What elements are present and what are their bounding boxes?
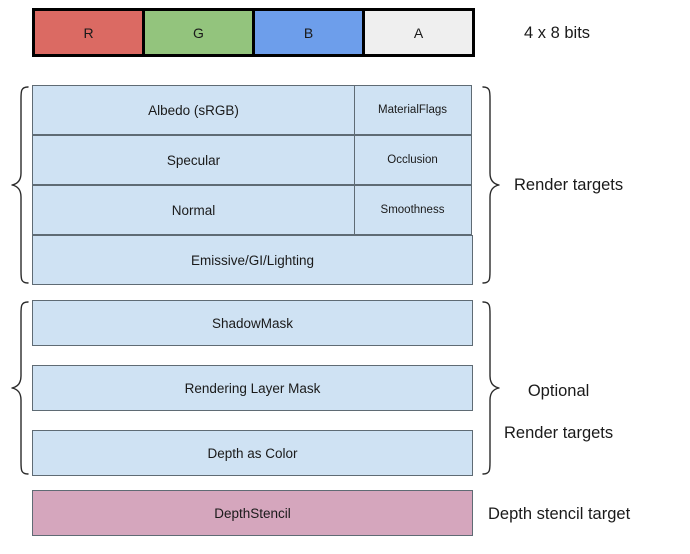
channel-cell-r-label: R [83,24,94,41]
depth-stencil-box-label: DepthStencil [214,505,291,521]
render-target-row-specular: Specular Occlusion [32,135,473,185]
optional-render-target-rendering-layer-mask-label: Rendering Layer Mask [184,380,321,396]
channel-cell-b-label: B [303,24,314,41]
render-target-albedo-label: Albedo (sRGB) [148,102,239,118]
optional-render-targets-side-label-line2: Render targets [504,424,614,443]
optional-render-targets-side-label: Optional Render targets [504,360,613,466]
render-targets-side-label: Render targets [514,176,624,194]
render-target-smoothness-label: Smoothness [380,204,445,216]
render-target-row-albedo: Albedo (sRGB) MaterialFlags [32,85,473,135]
depth-stencil-box: DepthStencil [32,490,473,536]
channel-bar-side-label: 4 x 8 bits [524,24,591,42]
channel-cell-r: R [35,11,145,54]
optional-render-target-shadowmask-label: ShadowMask [211,315,294,331]
render-target-row-emissive: Emissive/GI/Lighting [32,235,473,285]
render-target-specular-label: Specular [166,152,221,168]
optional-render-target-shadowmask: ShadowMask [32,300,473,346]
channel-cell-a-label: A [413,24,424,41]
render-target-smoothness: Smoothness [353,185,472,235]
right-brace-render-targets [482,86,500,284]
optional-render-targets-side-label-line1: Optional [527,382,590,401]
render-target-material-flags: MaterialFlags [353,85,472,135]
render-target-normal: Normal [32,185,355,235]
depth-stencil-side-label: Depth stencil target [488,505,631,523]
render-target-albedo: Albedo (sRGB) [32,85,355,135]
channel-cell-g: G [145,11,255,54]
left-brace-optional-render-targets [11,301,29,475]
render-target-normal-label: Normal [171,202,216,218]
channel-bar: R G B A [32,8,475,57]
render-target-specular: Specular [32,135,355,185]
optional-render-target-depth-as-color-label: Depth as Color [207,445,298,461]
channel-cell-b: B [255,11,365,54]
render-target-material-flags-label: MaterialFlags [377,104,448,116]
render-targets-block: Albedo (sRGB) MaterialFlags Specular Occ… [32,85,473,285]
optional-render-target-rendering-layer-mask: Rendering Layer Mask [32,365,473,411]
channel-cell-g-label: G [193,24,204,41]
channel-cell-a: A [365,11,472,54]
render-target-occlusion-label: Occlusion [387,154,438,166]
render-target-emissive-label: Emissive/GI/Lighting [190,252,315,268]
left-brace-render-targets [11,86,29,284]
render-target-emissive: Emissive/GI/Lighting [32,235,473,285]
render-target-row-normal: Normal Smoothness [32,185,473,235]
optional-render-target-depth-as-color: Depth as Color [32,430,473,476]
render-target-occlusion: Occlusion [353,135,472,185]
right-brace-optional-render-targets [482,301,500,475]
